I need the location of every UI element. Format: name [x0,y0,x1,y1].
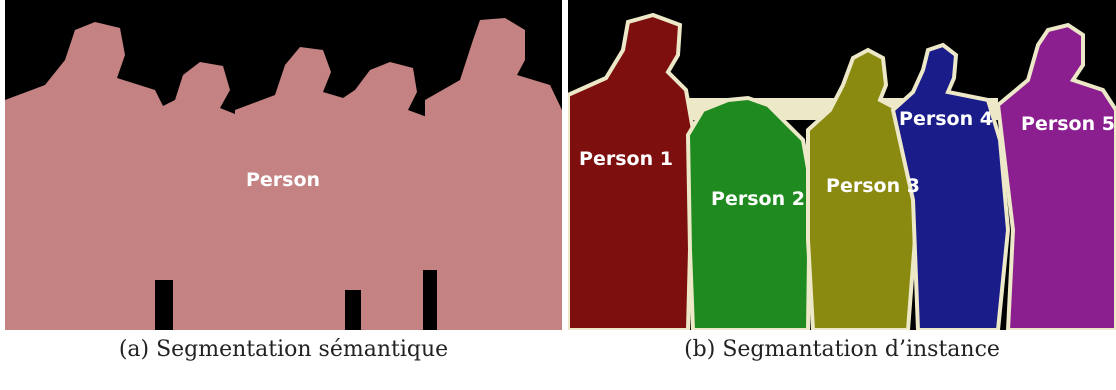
instance-mask-image: Person 1 Person 2 Person 3 Person 4 Pers… [568,0,1116,330]
caption-semantic: (a) Segmentation sémantique [5,337,562,362]
gap-shadow [155,280,173,330]
person-5-label: Person 5 [1021,113,1115,135]
person-1-label: Person 1 [579,148,673,170]
semantic-segmentation-panel: Person [5,0,562,330]
person-4-label: Person 4 [899,108,993,130]
instance-segmentation-panel: Person 1 Person 2 Person 3 Person 4 Pers… [568,0,1116,330]
person-2-label: Person 2 [711,188,805,210]
person-3-label: Person 3 [826,175,920,197]
semantic-class-label: Person [246,169,320,191]
caption-instance: (b) Segmantation d’instance [568,337,1116,362]
gap-shadow [345,290,361,330]
gap-shadow [423,270,437,330]
person-2-mask [688,98,810,330]
semantic-mask-image: Person [5,0,562,330]
